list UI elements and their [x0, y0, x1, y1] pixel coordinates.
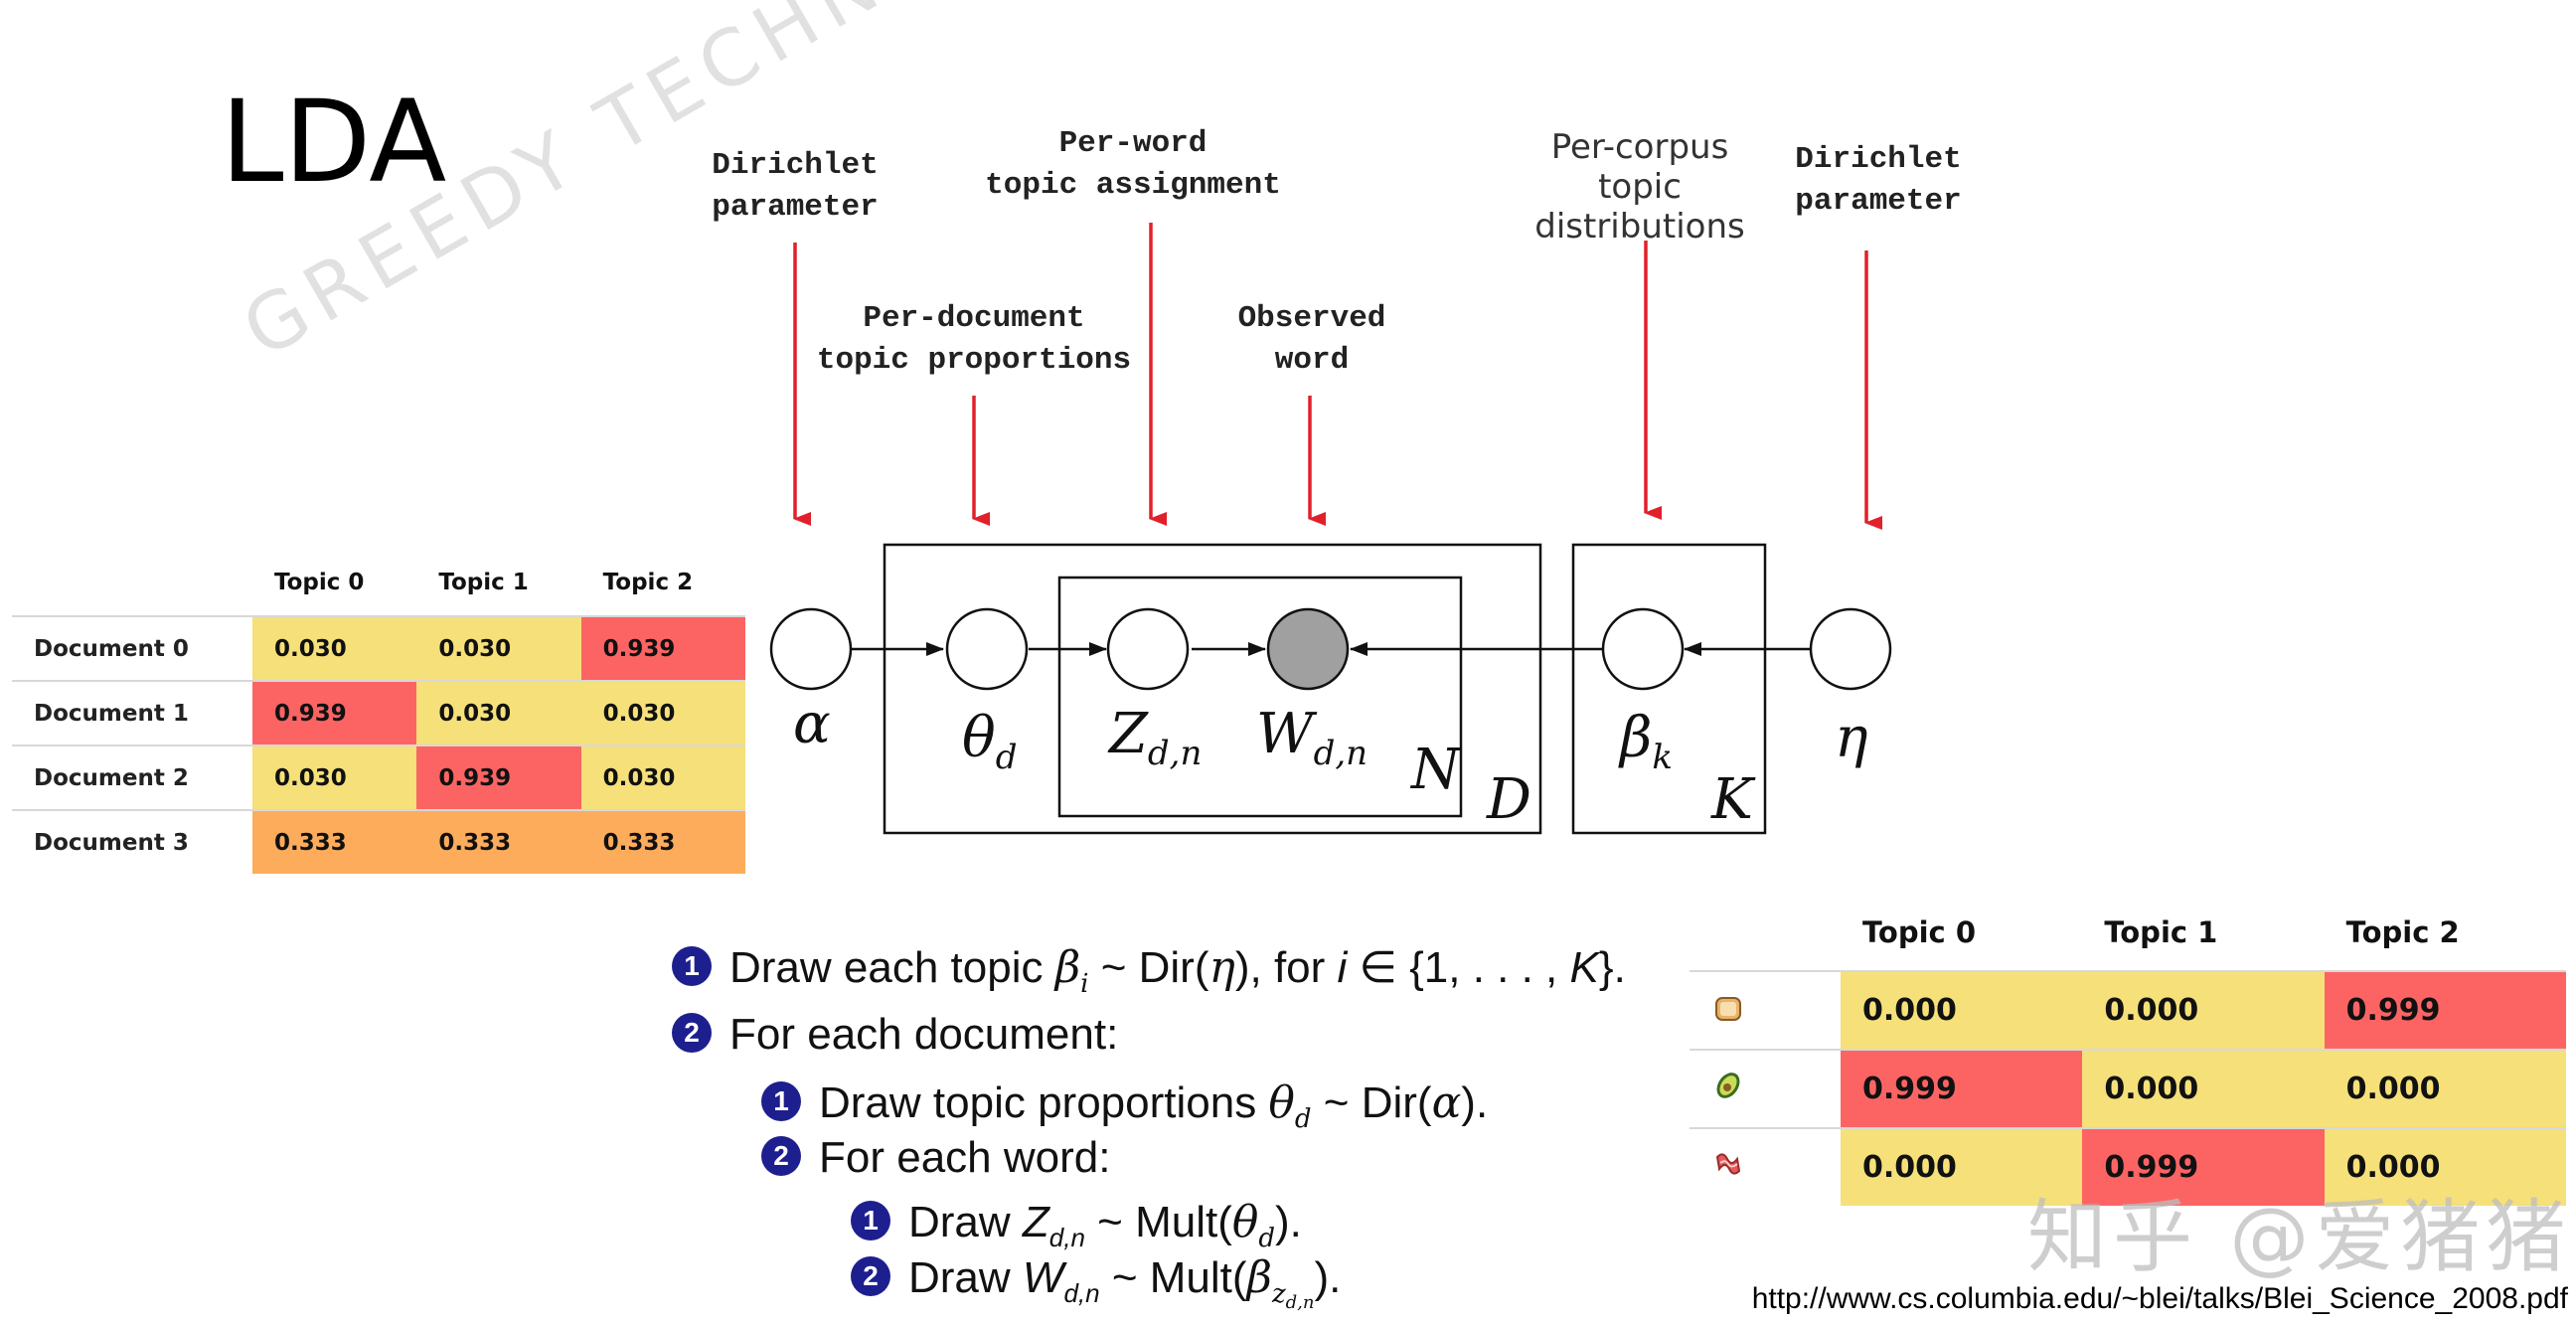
source-url[interactable]: http://www.cs.columbia.edu/~blei/talks/B…	[1751, 1282, 2568, 1315]
table-cell: 0.000	[2324, 1127, 2566, 1206]
plate-K	[1571, 543, 1767, 835]
word-topic-table: Topic 0 Topic 1 Topic 2 0.000 0.000 0.99…	[1690, 895, 2566, 1206]
step-number-badge: 2	[761, 1136, 801, 1177]
avocado-icon	[1690, 1049, 1841, 1128]
table-row: Document 1 0.939 0.030 0.030	[12, 680, 745, 745]
plate-label-D: D	[1487, 767, 1531, 832]
table-header-cell	[1690, 895, 1841, 971]
row-label: Document 0	[12, 615, 252, 681]
page-title: LDA	[221, 76, 447, 208]
table-header-cell: Topic 0	[1862, 915, 1977, 949]
table-cell: 0.000	[1841, 970, 2083, 1050]
node-z	[1106, 607, 1190, 691]
symbol-w-dn: Wd,n	[1256, 702, 1368, 774]
table-row: Document 0 0.030 0.030 0.939	[12, 615, 745, 681]
table-cell: 0.030	[580, 745, 745, 810]
table-cell: 0.030	[252, 745, 417, 810]
bread-icon	[1690, 970, 1841, 1050]
table-cell: 0.999	[2082, 1127, 2325, 1206]
table-row: Document 3 0.333 0.333 0.333	[12, 809, 745, 874]
table-cell: 0.000	[1841, 1127, 2083, 1206]
row-label: Document 2	[12, 745, 252, 810]
row-label: Document 3	[12, 809, 252, 874]
node-theta	[945, 607, 1029, 691]
step-number-badge: 1	[851, 1201, 890, 1241]
table-header-cell: Topic 0	[274, 570, 365, 595]
table-header-cell	[12, 550, 252, 616]
document-topic-table: Topic 0 Topic 1 Topic 2 Document 0 0.030…	[12, 550, 745, 874]
plate-label-K: K	[1711, 767, 1753, 832]
table-cell: 0.000	[2324, 1049, 2566, 1128]
table-row: 0.000 0.000 0.999	[1690, 970, 2566, 1050]
table-cell: 0.333	[252, 809, 417, 874]
table-header-cell: Topic 2	[602, 570, 694, 595]
table-cell: 0.333	[580, 809, 745, 874]
table-header-cell: Topic 1	[438, 570, 529, 595]
table-cell: 0.333	[416, 809, 581, 874]
table-cell: 0.939	[252, 680, 417, 745]
table-row: 0.999 0.000 0.000	[1690, 1049, 2566, 1128]
symbol-theta-d: θd	[962, 706, 1018, 778]
step-number-badge: 2	[851, 1256, 890, 1297]
table-cell: 0.030	[580, 680, 745, 745]
symbol-eta: η	[1835, 706, 1868, 770]
table-row: Document 2 0.030 0.939 0.030	[12, 745, 745, 810]
table-cell: 0.000	[2082, 970, 2325, 1050]
table-cell: 0.999	[2324, 970, 2566, 1050]
plate-label-N: N	[1411, 738, 1460, 802]
table-cell: 0.000	[2082, 1049, 2325, 1128]
node-beta	[1601, 607, 1685, 691]
symbol-alpha: α	[793, 692, 831, 756]
table-cell: 0.939	[580, 615, 745, 681]
table-cell: 0.939	[416, 745, 581, 810]
table-header-cell: Topic 2	[2345, 915, 2460, 949]
table-header-row: Topic 0 Topic 1 Topic 2	[12, 550, 745, 616]
table-cell: 0.030	[416, 680, 581, 745]
table-cell: 0.030	[252, 615, 417, 681]
row-label: Document 1	[12, 680, 252, 745]
table-header-row: Topic 0 Topic 1 Topic 2	[1690, 895, 2566, 971]
bacon-icon	[1690, 1127, 1841, 1206]
symbol-z-dn: Zd,n	[1109, 702, 1203, 774]
step-number-badge: 1	[672, 946, 712, 987]
plate-D	[883, 543, 1542, 835]
table-header-cell: Topic 1	[2104, 915, 2218, 949]
table-row: 0.000 0.999 0.000	[1690, 1127, 2566, 1206]
step-number-badge: 2	[672, 1013, 712, 1054]
node-w-observed	[1266, 607, 1350, 691]
node-alpha	[769, 607, 853, 691]
plate-N	[1057, 576, 1463, 818]
step-number-badge: 1	[761, 1081, 801, 1122]
zhihu-watermark: 知乎 @爱猪猪	[2027, 1191, 2572, 1283]
node-eta	[1809, 607, 1892, 691]
table-cell: 0.999	[1841, 1049, 2083, 1128]
table-cell: 0.030	[416, 615, 581, 681]
symbol-beta-k: βk	[1620, 706, 1673, 778]
